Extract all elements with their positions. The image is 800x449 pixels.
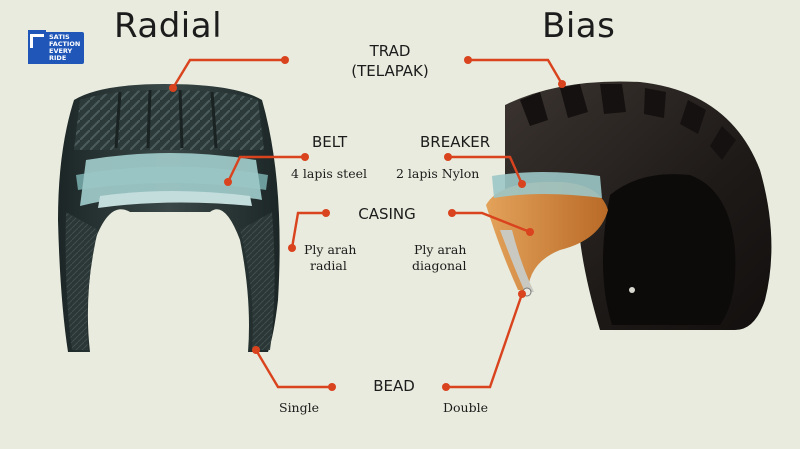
- label-casing: CASING: [358, 205, 416, 223]
- label-breaker: BREAKER: [420, 133, 491, 151]
- bias-tread-lugs: [520, 84, 736, 160]
- bias-rim-opening: [602, 174, 736, 325]
- label-bead-radial: Single: [279, 400, 320, 415]
- label-tread: TRAD: [369, 42, 411, 60]
- label-bead: BEAD: [373, 377, 415, 395]
- logo-line-3: EVERY: [49, 47, 73, 55]
- leader-casing-bias: [452, 211, 531, 234]
- logo-line-2: FACTION: [49, 40, 81, 48]
- label-belt: BELT: [312, 133, 348, 151]
- label-tread-local: (TELAPAK): [351, 62, 429, 80]
- label-breaker-desc: 2 lapis Nylon: [396, 166, 480, 181]
- radial-tire-section: [58, 84, 280, 352]
- leader-tread-bias: [468, 58, 564, 85]
- radial-tread: [74, 90, 264, 150]
- title-bias: Bias: [542, 6, 616, 46]
- leader-dots: [169, 56, 566, 391]
- brand-logo: SATIS FACTION EVERY RIDE: [28, 28, 86, 66]
- label-bias-ply-2: diagonal: [412, 258, 467, 273]
- title-radial: Radial: [114, 6, 223, 46]
- leader-tread-radial: [171, 58, 285, 89]
- bias-tire: [486, 81, 772, 330]
- brand-logo-mark: [28, 30, 84, 64]
- label-bead-bias: Double: [443, 400, 488, 415]
- logo-line-1: SATIS: [49, 33, 70, 41]
- radial-left-sidewall: [65, 212, 98, 350]
- radial-belt-layer-3: [98, 191, 252, 208]
- label-radial-ply-1: Ply arah: [304, 242, 357, 257]
- leader-lines: [171, 58, 564, 389]
- logo-line-4: RIDE: [49, 54, 67, 62]
- bias-inner-liner: [500, 230, 534, 292]
- leader-bead-radial: [254, 349, 332, 389]
- label-bias-ply-1: Ply arah: [414, 242, 467, 257]
- bias-bead-wire-2: [629, 287, 635, 293]
- leader-belt: [226, 155, 305, 183]
- label-radial-ply-2: radial: [310, 258, 347, 273]
- leader-casing-radial: [290, 211, 326, 249]
- label-belt-desc: 4 lapis steel: [291, 166, 367, 181]
- leader-bead-bias: [446, 293, 524, 389]
- leader-breaker: [448, 155, 524, 185]
- radial-right-sidewall: [240, 212, 275, 350]
- radial-tread-grooves: [114, 89, 218, 149]
- radial-tire-body: [58, 84, 280, 352]
